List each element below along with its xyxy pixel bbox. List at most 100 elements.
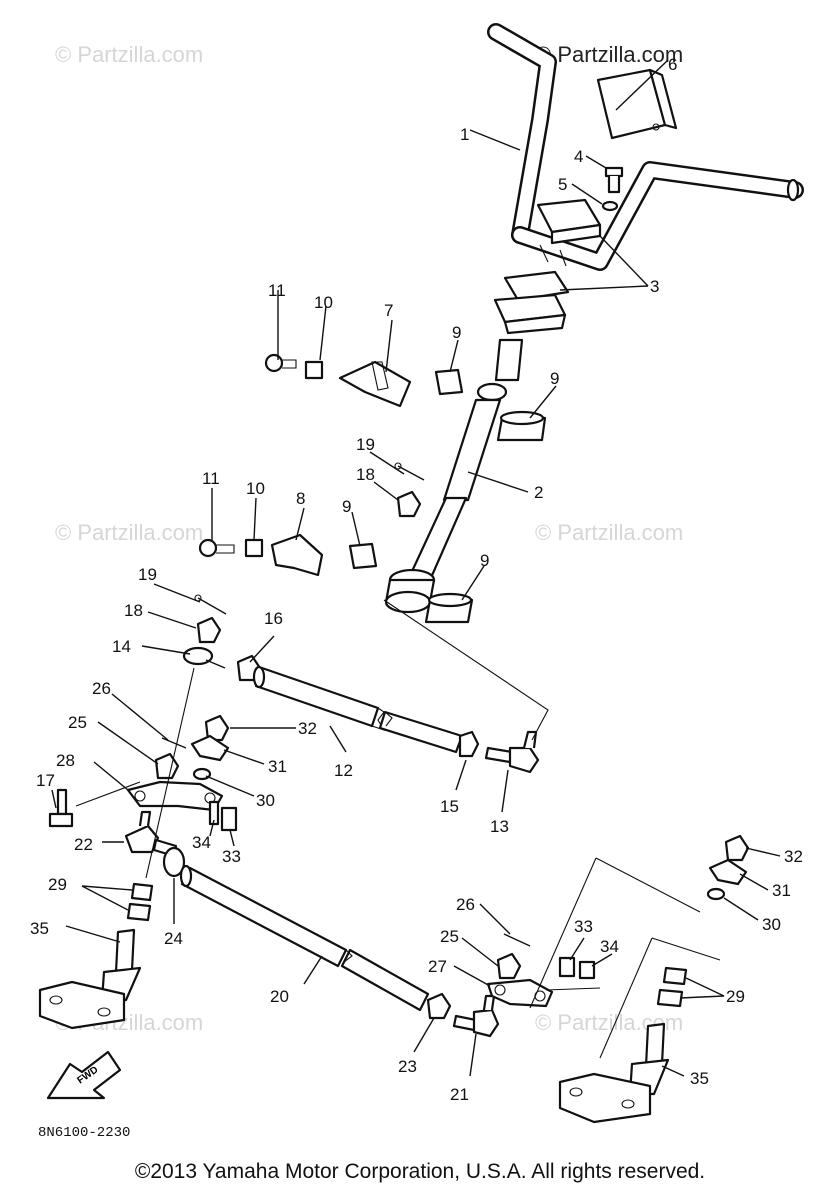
nut-10a — [304, 360, 324, 380]
callout-labels: 1 2 3 4 5 6 7 8 9 9 9 9 10 10 11 11 12 1… — [30, 55, 803, 1104]
callout-32: 32 — [784, 847, 803, 866]
watermark: © Partzilla.com — [535, 520, 683, 545]
washer-30b — [706, 887, 726, 901]
callout-9: 9 — [480, 551, 489, 570]
callout-25: 25 — [440, 927, 459, 946]
bushing-9a — [434, 368, 464, 396]
callout-3: 3 — [650, 277, 659, 296]
callout-25: 25 — [68, 713, 87, 732]
guide-lines — [75, 599, 721, 1059]
callout-16: 16 — [264, 609, 283, 628]
callout-6: 6 — [668, 55, 677, 74]
handlebar — [487, 23, 804, 271]
cotter-pin-19a — [394, 462, 425, 481]
callout-12: 12 — [334, 761, 353, 780]
callout-29: 29 — [726, 987, 745, 1006]
nut-24 — [162, 846, 186, 878]
bolt-11a — [264, 353, 297, 373]
callout-28: 28 — [56, 751, 75, 770]
callout-13: 13 — [490, 817, 509, 836]
handlebar-holder-upper — [536, 198, 602, 245]
bolt-33a — [220, 806, 238, 832]
handlebar-pad — [596, 68, 678, 140]
callout-26: 26 — [456, 895, 475, 914]
washer-5 — [601, 200, 619, 212]
cotter-pin-26a — [161, 737, 187, 749]
callout-9: 9 — [550, 369, 559, 388]
callout-33: 33 — [222, 847, 241, 866]
callout-34: 34 — [192, 833, 211, 852]
callout-26: 26 — [92, 679, 111, 698]
watermark: © Partzilla.com — [55, 520, 203, 545]
column-holder-7 — [338, 360, 412, 408]
arm-28 — [126, 780, 224, 812]
callout-32: 32 — [298, 719, 317, 738]
bolt-4 — [604, 166, 624, 194]
nut-25b — [496, 952, 522, 980]
knuckle-35b — [558, 1022, 670, 1124]
nut-32b — [724, 834, 750, 862]
callout-15: 15 — [440, 797, 459, 816]
callout-11: 11 — [202, 469, 220, 488]
callout-33: 33 — [574, 917, 593, 936]
callout-30: 30 — [256, 791, 275, 810]
pitman-arm-14 — [182, 646, 226, 669]
front-arrow-icon: FWD — [46, 1050, 122, 1100]
callout-23: 23 — [398, 1057, 417, 1076]
tie-rod-12 — [252, 665, 464, 754]
callout-14: 14 — [112, 637, 131, 656]
nut-25a — [154, 752, 180, 780]
tie-rod-end-13 — [484, 730, 540, 774]
watermark: © Partzilla.com — [55, 42, 203, 67]
callout-1: 1 — [460, 125, 469, 144]
callout-31: 31 — [772, 881, 791, 900]
callout-29: 29 — [48, 875, 67, 894]
washer-30a — [192, 767, 212, 781]
bracket-31a — [190, 734, 230, 762]
tie-rod-20 — [179, 864, 430, 1012]
callout-10: 10 — [246, 479, 265, 498]
copyright-notice: ©2013 Yamaha Motor Corporation, U.S.A. A… — [134, 1160, 706, 1183]
bolt-11b — [198, 538, 235, 558]
nut-10b — [244, 538, 264, 558]
leader-lines — [51, 59, 781, 1077]
cotter-pin-26b — [503, 933, 531, 947]
watermark-top: © Partzilla.com — [535, 42, 683, 67]
nut-15 — [458, 730, 480, 758]
callout-35: 35 — [690, 1069, 709, 1088]
bolt-17 — [48, 788, 74, 828]
callout-18: 18 — [124, 601, 143, 620]
callout-5: 5 — [558, 175, 567, 194]
callout-19: 19 — [356, 435, 375, 454]
callout-34: 34 — [600, 937, 619, 956]
washer-34a — [208, 800, 220, 826]
callout-8: 8 — [296, 489, 305, 508]
callout-10: 10 — [314, 293, 333, 312]
joint-29b — [656, 966, 688, 1008]
callout-35: 35 — [30, 919, 49, 938]
handlebar-holder-lower — [493, 270, 570, 335]
nut-18b — [196, 616, 222, 644]
nut-23 — [426, 992, 452, 1020]
diagram-code: 8N6100-2230 — [38, 1125, 130, 1141]
callout-9: 9 — [452, 323, 461, 342]
callout-27: 27 — [428, 957, 447, 976]
callout-30: 30 — [762, 915, 781, 934]
nut-18a — [396, 490, 422, 518]
cotter-pin-19b — [194, 594, 227, 615]
callout-22: 22 — [74, 835, 93, 854]
tie-rod-end-21 — [452, 994, 500, 1038]
bolt-33b — [558, 956, 576, 978]
bracket-31b — [708, 858, 748, 886]
bushing-9b — [496, 410, 547, 442]
column-holder-8 — [270, 533, 324, 577]
bushing-9c — [348, 542, 378, 570]
callout-4: 4 — [574, 147, 583, 166]
callout-21: 21 — [450, 1085, 469, 1104]
callout-19: 19 — [138, 565, 157, 584]
steering-column — [384, 338, 524, 614]
callout-7: 7 — [384, 301, 393, 320]
washer-34b — [578, 960, 596, 980]
callout-11: 11 — [268, 281, 286, 300]
